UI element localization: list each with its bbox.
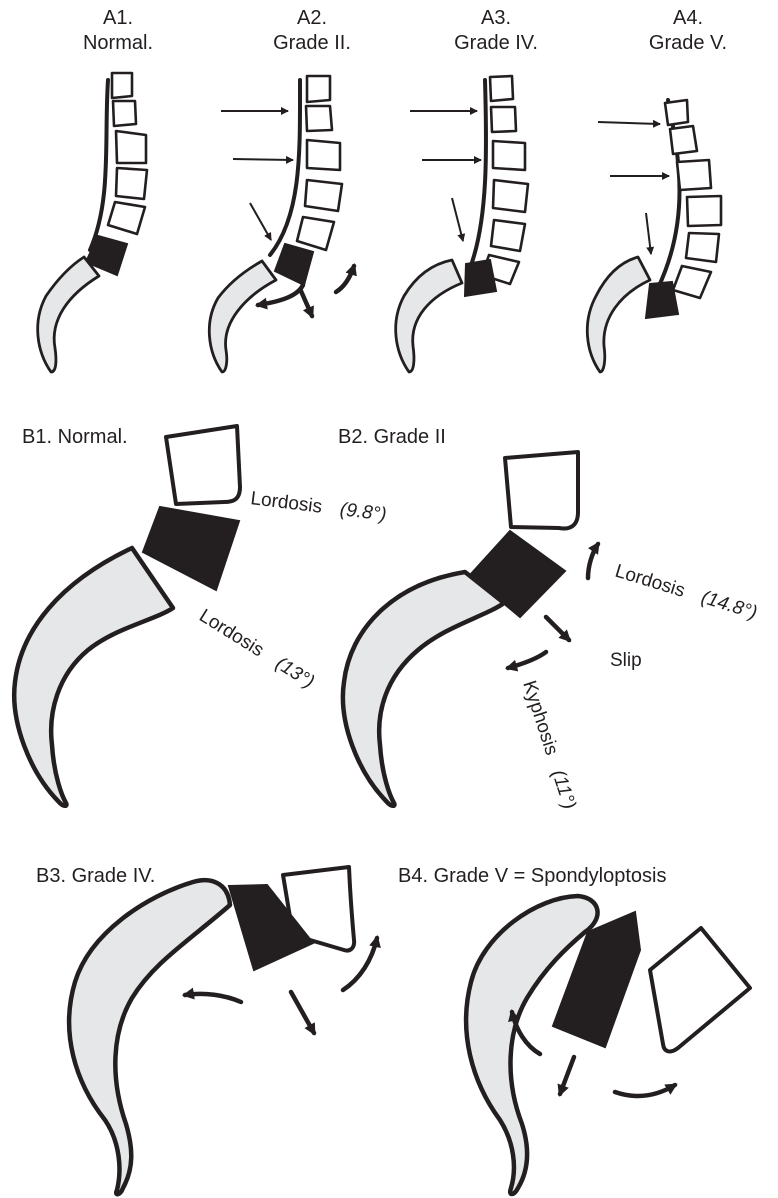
lumbar-vertebrae xyxy=(108,73,147,234)
panel-a1-id: A1. xyxy=(103,7,133,29)
label-angle: (13°) xyxy=(272,653,318,693)
sacrum xyxy=(14,548,173,806)
panel-b2-title: B2. Grade II xyxy=(338,426,446,448)
label-kyphosis: Kyphosis xyxy=(518,678,562,758)
annotation-b1-lower: Lordosis (13°) xyxy=(195,605,318,692)
spine-a4 xyxy=(587,100,721,372)
lumbar-vertebrae xyxy=(482,76,528,284)
panel-a3-title: A3. Grade IV. xyxy=(454,7,538,54)
spine-a2 xyxy=(209,76,354,372)
panel-a2-grade: Grade II. xyxy=(273,32,351,54)
panel-a1-grade: Normal. xyxy=(83,32,153,54)
label-lordosis: Lordosis xyxy=(249,488,323,518)
panel-a2-title: A2. Grade II. xyxy=(273,7,351,54)
label-lordosis: Lordosis xyxy=(613,561,688,602)
l5-vertebra xyxy=(465,260,496,296)
diagram-b4 xyxy=(466,896,750,1194)
label-angle: (9.8°) xyxy=(339,499,388,526)
label-slip: Slip xyxy=(610,650,642,671)
sacrum xyxy=(69,880,230,1194)
lumbar-vertebrae xyxy=(665,100,721,298)
annotation-b1-upper: Lordosis (9.8°) xyxy=(249,488,387,525)
spine-a1 xyxy=(38,73,147,372)
sacrum xyxy=(38,257,99,372)
panel-b1-title: B1. Normal. xyxy=(22,426,128,448)
l4-vertebra xyxy=(505,452,578,528)
annotation-b2-lordosis: Lordosis (14.8°) xyxy=(613,561,760,624)
sacrum xyxy=(587,257,650,372)
l4-vertebra xyxy=(650,928,750,1051)
diagram-b1: Lordosis (9.8°) Lordosis (13°) xyxy=(14,426,387,806)
panel-a4-title: A4. Grade V. xyxy=(649,7,727,54)
panel-a2-id: A2. xyxy=(297,7,327,29)
lumbar-vertebrae xyxy=(297,76,342,250)
diagram-b3 xyxy=(69,867,377,1194)
panel-a4-grade: Grade V. xyxy=(649,32,727,54)
l5-vertebra xyxy=(275,244,313,285)
panel-a3-id: A3. xyxy=(481,7,511,29)
label-angle: (14.8°) xyxy=(699,587,760,624)
annotation-b2-kyphosis: Kyphosis (11°) xyxy=(518,678,579,812)
panel-b3-title: B3. Grade IV. xyxy=(36,865,155,887)
panel-a4-id: A4. xyxy=(673,7,703,29)
spine-a3 xyxy=(396,76,528,372)
sacrum xyxy=(396,260,462,372)
l5-vertebra xyxy=(143,507,239,590)
label-lordosis: Lordosis xyxy=(195,605,267,661)
panel-a3-grade: Grade IV. xyxy=(454,32,538,54)
diagram-b2: Lordosis (14.8°) Slip Kyphosis (11°) xyxy=(343,452,760,812)
panel-b4-title: B4. Grade V = Spondyloptosis xyxy=(398,865,667,887)
panel-a1-title: A1. Normal. xyxy=(83,7,153,54)
force-arrows xyxy=(410,111,481,241)
l5-vertebra xyxy=(646,282,678,318)
force-arrows xyxy=(598,122,669,254)
label-angle: (11°) xyxy=(547,767,579,812)
sacrum xyxy=(209,261,276,372)
l4-vertebra xyxy=(166,426,240,504)
force-arrows xyxy=(221,111,293,240)
sacrum xyxy=(343,572,504,806)
